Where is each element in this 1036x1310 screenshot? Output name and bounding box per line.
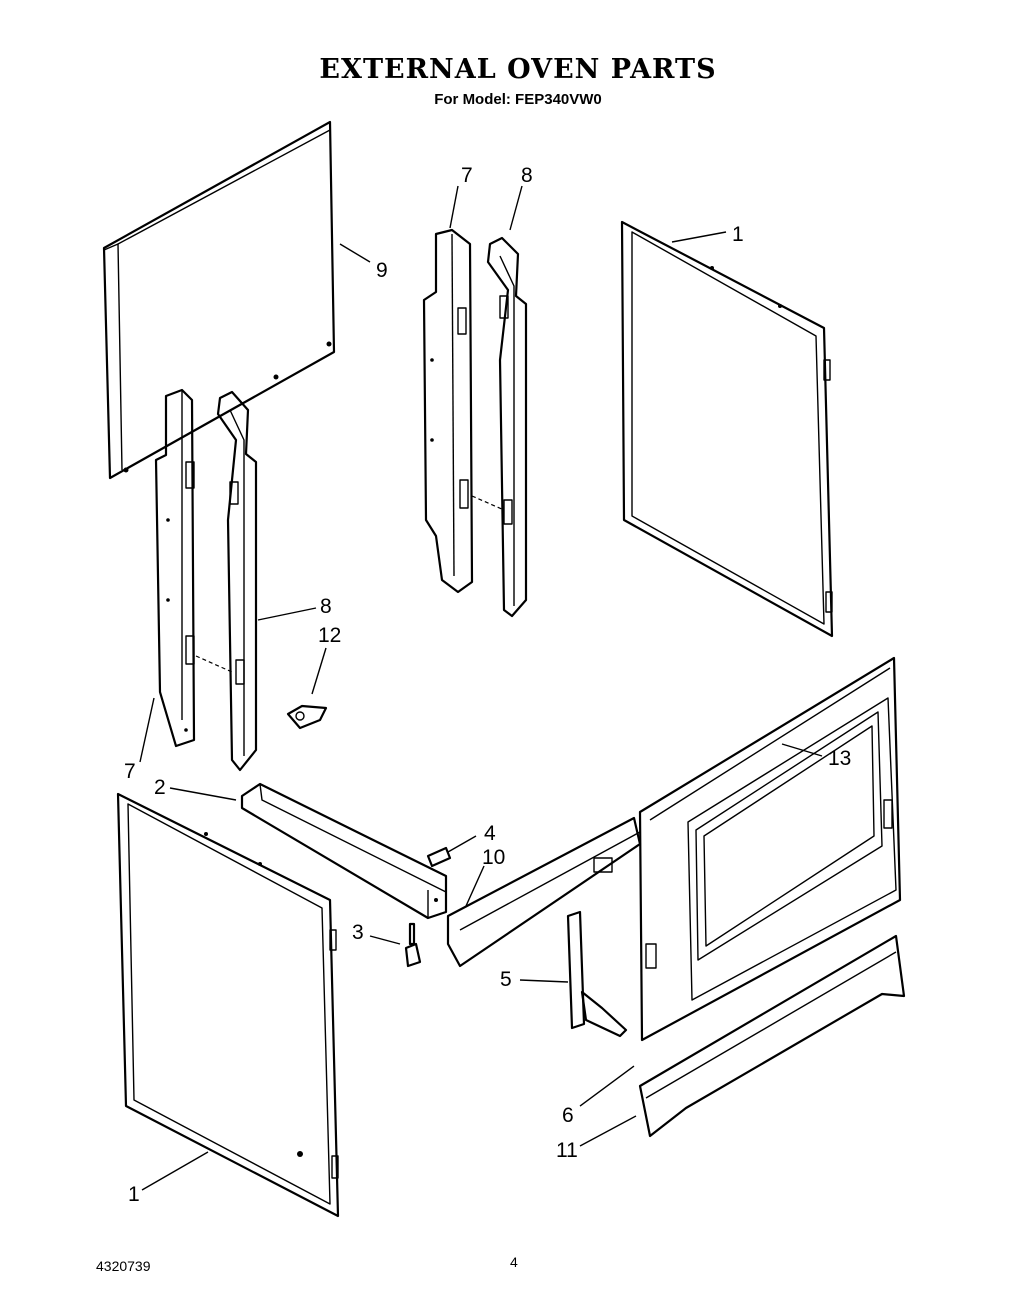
- callout-11: 11: [556, 1139, 578, 1162]
- part-9-back-panel: [102, 120, 336, 480]
- part-10-channel: [446, 816, 642, 968]
- part-2-trim: [240, 782, 448, 920]
- callout-8-top: 8: [521, 164, 533, 187]
- document-number: 4320739: [96, 1258, 151, 1274]
- callout-2: 2: [154, 776, 166, 799]
- model-subtitle: For Model: FEP340VW0: [434, 91, 602, 108]
- leader-lines: [139, 185, 823, 1191]
- callout-8-left: 8: [320, 595, 332, 618]
- callout-10: 10: [482, 846, 505, 869]
- callout-6: 6: [562, 1104, 574, 1127]
- part-13-window-frame: [695, 711, 883, 961]
- callout-13: 13: [828, 747, 851, 770]
- part-3-leveling-leg: [404, 922, 422, 968]
- part-12-switch: [286, 704, 328, 730]
- page-number: 4: [510, 1254, 518, 1270]
- page-title: EXTERNAL OVEN PARTS: [319, 54, 717, 85]
- part-11-kick-plate: [638, 934, 906, 1138]
- part-1-bottom-side-panel: [116, 792, 340, 1218]
- part-1-top-side-panel: [620, 220, 834, 638]
- callout-1-bottom: 1: [128, 1183, 140, 1206]
- callout-12: 12: [318, 624, 341, 647]
- part-5-hinge: [566, 910, 628, 1038]
- callout-7-left: 7: [124, 760, 136, 783]
- callout-4: 4: [484, 822, 496, 845]
- callout-5: 5: [500, 968, 512, 991]
- part-8-top-rail: [486, 236, 528, 618]
- callout-3: 3: [352, 921, 364, 944]
- part-7-left-rail: [154, 388, 196, 748]
- callout-9: 9: [376, 259, 388, 282]
- part-4-clip: [426, 846, 452, 868]
- callout-7-top: 7: [461, 164, 473, 187]
- part-7-top-rail: [422, 228, 474, 594]
- part-8-left-rail: [216, 390, 258, 772]
- part-6-front-frame: [638, 656, 902, 1042]
- callout-1-top: 1: [732, 223, 744, 246]
